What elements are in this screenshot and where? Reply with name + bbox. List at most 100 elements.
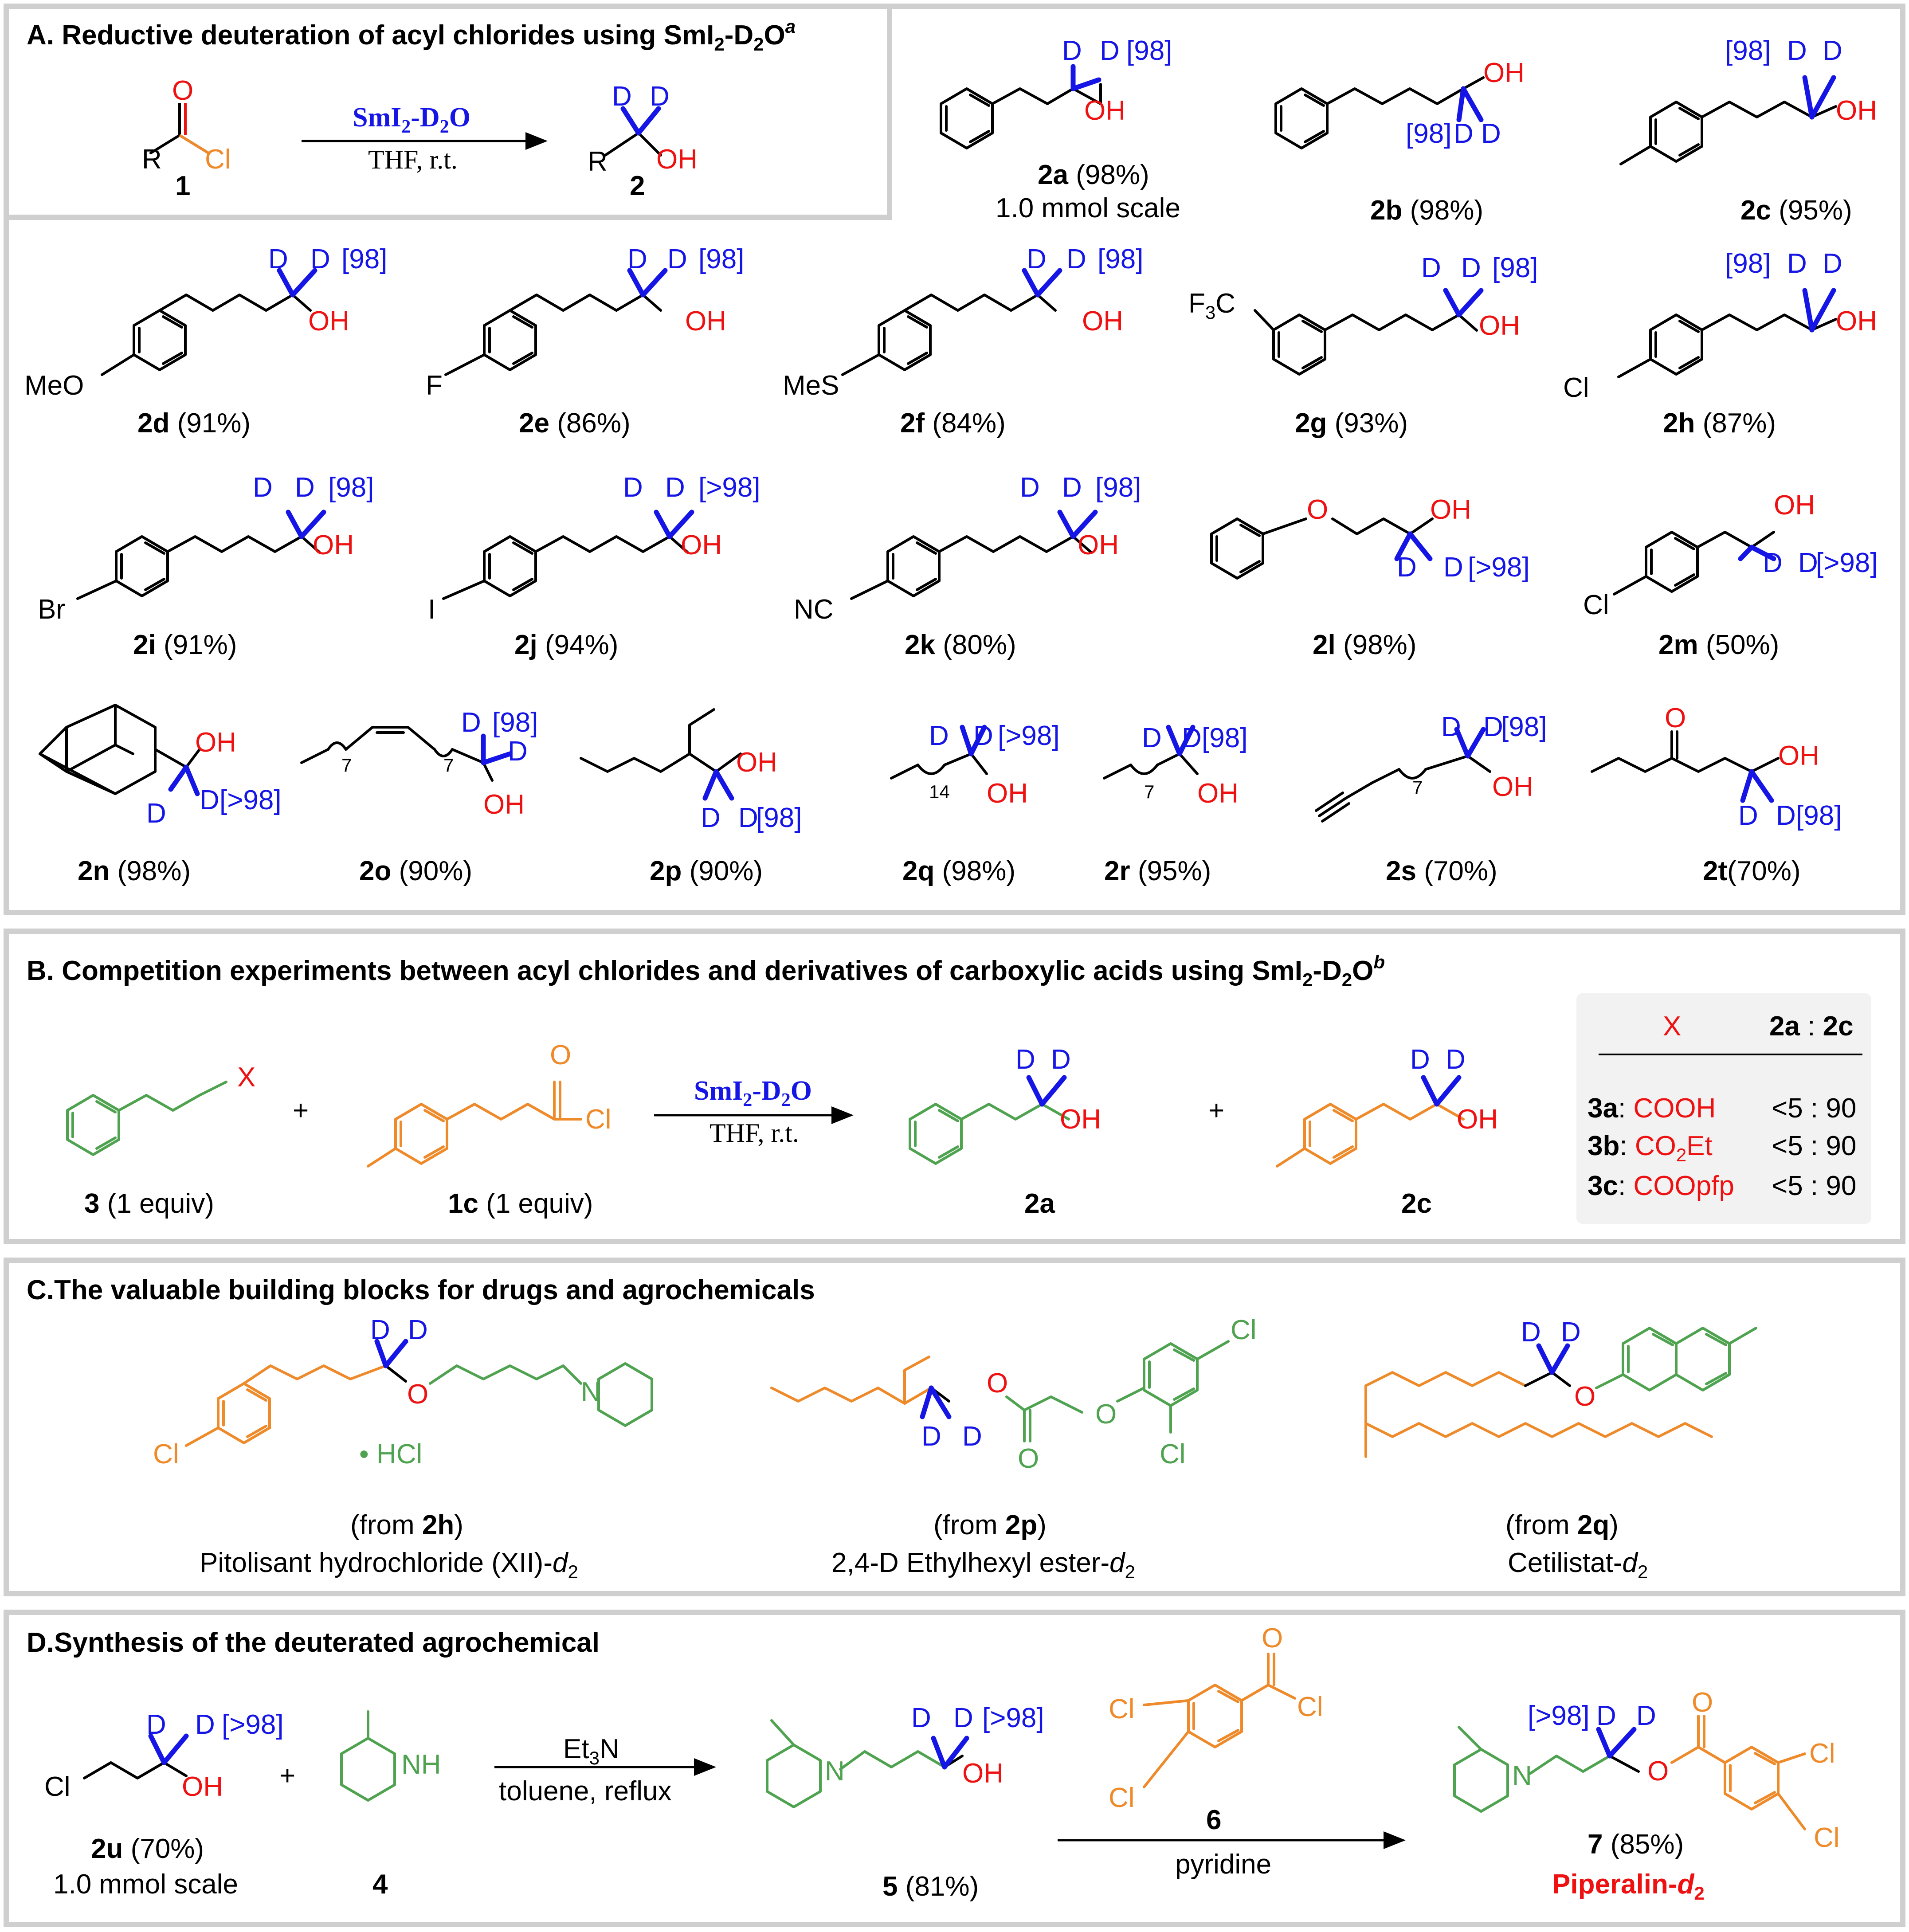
svg-text:2t(70%): 2t(70%) xyxy=(1703,856,1801,886)
svg-text:(from 2p): (from 2p) xyxy=(933,1510,1047,1540)
svg-text:D: D xyxy=(508,736,528,767)
svg-text:[>98]: [>98] xyxy=(1468,552,1530,583)
svg-text:2j (94%): 2j (94%) xyxy=(514,630,618,660)
conditions-a: THF, r.t. xyxy=(368,145,458,174)
svg-text:D: D xyxy=(1521,1317,1541,1348)
svg-text:D: D xyxy=(1142,723,1162,753)
section-a-title: A. Reductive deuteration of acyl chlorid… xyxy=(27,16,796,55)
cetilistat-d2: D D O (from 2q) Cetilistat-d2 xyxy=(1364,1317,1757,1582)
svg-text:OH: OH xyxy=(681,530,722,560)
svg-text:2r (95%): 2r (95%) xyxy=(1104,856,1211,886)
svg-text:[98]: [98] xyxy=(698,244,744,274)
svg-text:D: D xyxy=(461,707,481,738)
svg-text:7: 7 xyxy=(1412,777,1423,798)
compound-2u: D D [>98] Cl OH 2u (70%) 1.0 mmol scale xyxy=(44,1709,284,1900)
svg-text:D: D xyxy=(929,721,949,751)
svg-text:D: D xyxy=(911,1703,931,1733)
svg-text:[98]: [98] xyxy=(341,244,387,274)
svg-text:D: D xyxy=(268,244,288,274)
svg-text:D: D xyxy=(1483,712,1503,742)
section-d-frame xyxy=(4,1610,1905,1927)
svg-text:[>98]: [>98] xyxy=(698,472,760,503)
svg-text:O: O xyxy=(172,75,193,106)
compound-2g: D D [98] OH F3C 2g (93%) xyxy=(1188,253,1538,439)
svg-text:OH: OH xyxy=(1197,778,1239,809)
svg-text:D: D xyxy=(962,1421,982,1452)
svg-text:D: D xyxy=(1738,800,1758,831)
svg-text:D: D xyxy=(650,81,670,112)
svg-text:D: D xyxy=(701,803,721,833)
compound-2h: [98] D D OH Cl 2h (87%) xyxy=(1563,248,1877,439)
svg-text:2n (98%): 2n (98%) xyxy=(78,856,191,886)
compound-2d: D D [98] OH MeO 2d (91%) xyxy=(24,244,387,439)
svg-text:7: 7 xyxy=(443,755,454,776)
svg-text:2c: 2c xyxy=(1401,1188,1432,1219)
svg-text:D: D xyxy=(1454,118,1474,149)
svg-text:D: D xyxy=(1787,35,1807,66)
compound-2r: 7 D D [98] OH 2r (95%) xyxy=(1103,723,1247,886)
svg-text:F: F xyxy=(426,370,443,401)
svg-text:O: O xyxy=(1665,703,1686,733)
svg-text:OH: OH xyxy=(1060,1104,1101,1135)
compound-2t: O OH D D [98] 2t(70%) xyxy=(1591,703,1842,886)
svg-text:14: 14 xyxy=(929,781,950,802)
svg-text:I: I xyxy=(428,594,435,625)
svg-text:[98]: [98] xyxy=(1406,118,1451,149)
svg-text:[>98]: [>98] xyxy=(998,721,1060,751)
section-a-scheme-box xyxy=(4,4,892,220)
compound-2o: 7 7 D [98] D OH 2o (90%) xyxy=(300,707,538,886)
svg-text:2q (98%): 2q (98%) xyxy=(902,856,1015,886)
svg-text:Cl: Cl xyxy=(1563,372,1589,403)
compound-2n: OH D D [>98] 2n (98%) xyxy=(39,704,282,886)
table-row: 3b: CO2Et xyxy=(1588,1131,1713,1165)
svg-text:Cl: Cl xyxy=(1297,1692,1323,1722)
svg-text:7 (85%): 7 (85%) xyxy=(1588,1829,1684,1860)
svg-text:D: D xyxy=(1062,472,1082,503)
compound-7: N [>98] D D O O Cl Cl 7 (85%) Piperalin-… xyxy=(1453,1687,1840,1904)
section-d-title: D.Synthesis of the deuterated agrochemic… xyxy=(27,1627,600,1658)
svg-text:2p (90%): 2p (90%) xyxy=(650,856,763,886)
compound-2f: D D [98] OH MeS 2f (84%) xyxy=(783,244,1143,439)
svg-text:[>98]: [>98] xyxy=(1816,548,1878,578)
svg-text:2,4-D Ethylhexyl ester-d2: 2,4-D Ethylhexyl ester-d2 xyxy=(831,1548,1135,1582)
svg-text:O: O xyxy=(1262,1623,1283,1654)
svg-text:R: R xyxy=(142,144,162,175)
svg-text:[98]: [98] xyxy=(1095,472,1141,503)
svg-text:OH: OH xyxy=(685,306,726,337)
compound-2m: OH D D [>98] Cl 2m (50%) xyxy=(1583,490,1878,660)
svg-text:D: D xyxy=(1421,253,1441,283)
svg-text:[98]: [98] xyxy=(492,707,538,738)
pitolisant-d2: D D O N Cl • HCl (from 2h) Pitolisant hy… xyxy=(153,1315,653,1582)
svg-text:NH: NH xyxy=(401,1749,441,1780)
svg-text:[>98]: [>98] xyxy=(982,1703,1044,1733)
reagent-a: SmI2-D2O xyxy=(353,102,470,137)
conditions-b: THF, r.t. xyxy=(710,1118,799,1148)
compound-2l: O OH D D [>98] 2l (98%) xyxy=(1210,494,1530,660)
svg-text:2c (95%): 2c (95%) xyxy=(1740,195,1852,226)
svg-text:O: O xyxy=(1574,1381,1595,1412)
svg-text:D: D xyxy=(408,1315,428,1345)
svg-text:7: 7 xyxy=(1144,781,1154,802)
svg-text:Pitolisant hydrochloride (XII): Pitolisant hydrochloride (XII)-d2 xyxy=(200,1548,578,1582)
svg-text:2m (50%): 2m (50%) xyxy=(1658,630,1779,660)
section-c-frame xyxy=(4,1258,1905,1596)
svg-text:D: D xyxy=(146,798,166,829)
svg-text:1.0 mmol scale: 1.0 mmol scale xyxy=(996,193,1180,223)
svg-text:OH: OH xyxy=(1078,530,1119,560)
svg-text:D: D xyxy=(1397,552,1417,583)
compound-2p: OH D D [98] 2p (90%) xyxy=(580,708,802,886)
svg-text:[>98]: [>98] xyxy=(220,785,282,815)
competition-table: X 2a : 2c 3a: COOH <5 : 90 3b: CO2Et <5 … xyxy=(1576,993,1871,1224)
plus-b1: + xyxy=(293,1095,309,1126)
product-2a-b: OH D D 2a xyxy=(909,1044,1101,1219)
general-product-2: R D D OH 2 xyxy=(588,81,698,201)
svg-text:[98]: [98] xyxy=(1492,253,1538,283)
svg-text:O: O xyxy=(550,1040,571,1070)
svg-text:X: X xyxy=(237,1062,255,1093)
compound-2q: 14 D D [>98] OH 2q (98%) xyxy=(890,721,1060,886)
svg-text:5 (81%): 5 (81%) xyxy=(882,1871,979,1902)
svg-text:D: D xyxy=(1561,1317,1581,1348)
svg-text:1.0 mmol scale: 1.0 mmol scale xyxy=(53,1869,238,1900)
svg-text:OH: OH xyxy=(656,144,698,175)
compound-2s: 7 D D [98] OH 2s (70%) xyxy=(1315,712,1547,886)
